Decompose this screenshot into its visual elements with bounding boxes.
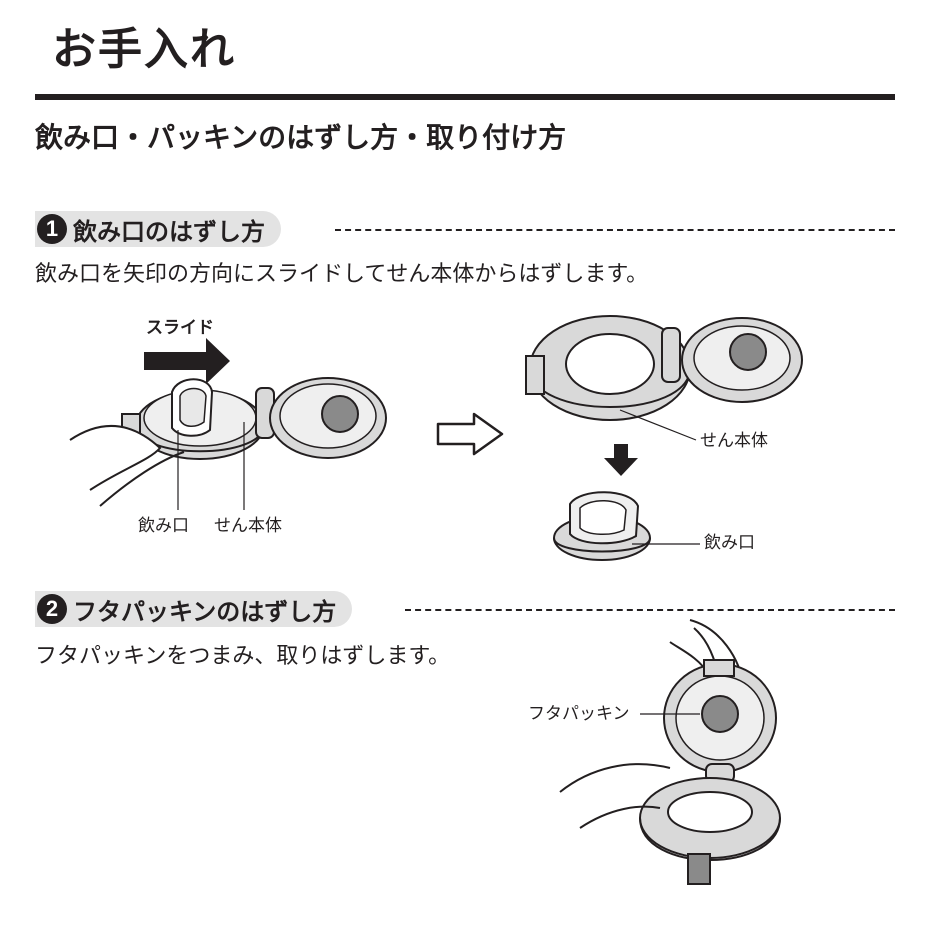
step-1-left-illustration [69,338,387,510]
step-2-illustration [559,619,781,885]
mouthpiece-label-left: 飲み口 [138,516,189,536]
step-1-description: 飲み口を矢印の方向にスライドしてせん本体からはずします。 [35,262,649,287]
step-1-number: 1 [37,214,67,244]
step-2-dashed-rule [405,609,895,611]
step-2-header: 2 フタパッキンのはずし方 [35,591,895,627]
step-1-header: 1 飲み口のはずし方 [35,211,895,247]
slide-label: スライド [146,318,214,338]
mouthpiece-label-right: 飲み口 [704,533,755,553]
step-1-right-illustration [525,315,803,561]
step-2-title: フタパッキンのはずし方 [73,597,337,626]
body-label-right: せん本体 [700,431,768,451]
page-title: お手入れ [52,24,236,75]
lid-packing-label: フタパッキン [528,704,630,724]
step-1-title: 飲み口のはずし方 [73,217,265,246]
title-rule [35,94,895,100]
down-arrow-icon [604,444,638,476]
section-title: 飲み口・パッキンのはずし方・取り付け方 [35,121,567,154]
step-1-dashed-rule [335,229,895,231]
step-2-description: フタパッキンをつまみ、取りはずします。 [35,644,451,669]
right-arrow-icon [436,412,504,456]
step-2-pill: 2 フタパッキンのはずし方 [35,591,353,627]
step-2-number: 2 [37,594,67,624]
slide-arrow-icon [144,338,230,384]
body-label-left: せん本体 [214,516,282,536]
step-1-pill: 1 飲み口のはずし方 [35,211,281,247]
